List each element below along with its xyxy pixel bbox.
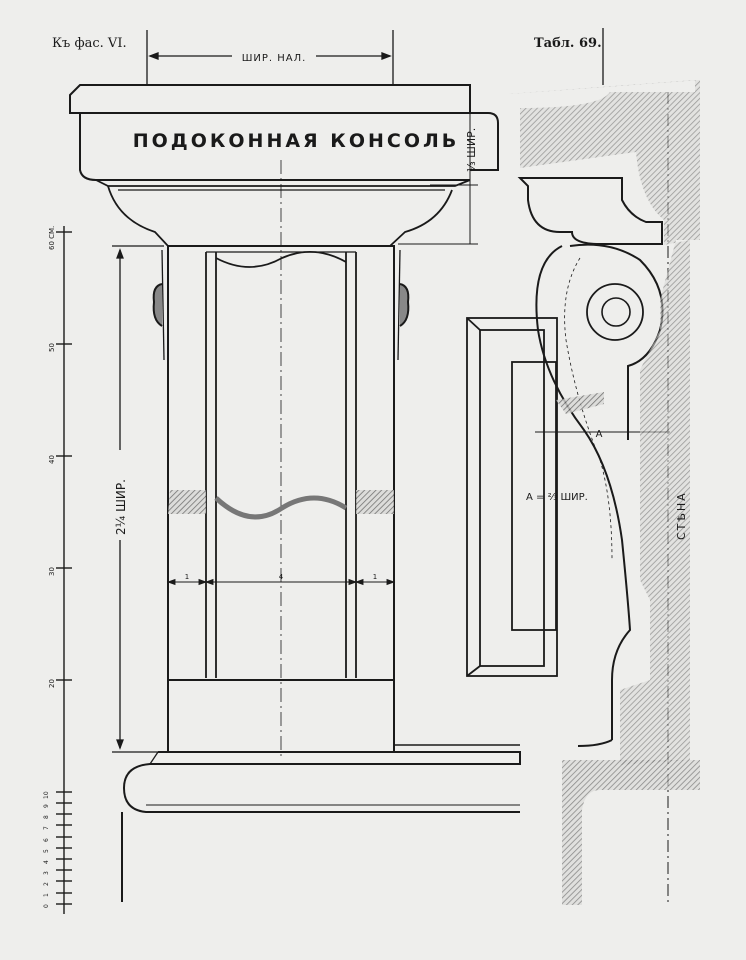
section-scroll-front — [535, 245, 632, 681]
height-dimension — [112, 245, 164, 753]
part-mark-right: 1 — [373, 573, 377, 581]
scale-minor-labels: 10 9 8 7 6 5 4 3 2 1 0 — [43, 791, 50, 908]
cornice-profile — [107, 185, 453, 247]
sill-cap-return — [469, 95, 499, 171]
scale-minor-4: 4 — [43, 860, 50, 864]
scale-minor-8: 8 — [43, 815, 50, 819]
scale-unit-label: 60 СМ. — [48, 226, 56, 250]
scale-minor-9: 9 — [43, 804, 50, 808]
section-a-label: А — [596, 429, 603, 440]
wall-label: СТѢНА — [675, 491, 688, 540]
scale-tick-40: 40 — [48, 455, 56, 464]
section-cornice — [517, 177, 663, 245]
top-width-dimension — [148, 52, 392, 60]
scale-minor-6: 6 — [43, 838, 50, 842]
scale-minor-7: 7 — [43, 826, 50, 830]
top-width-label: ШИР. НАЛ. — [242, 53, 307, 64]
sill-front — [79, 113, 470, 181]
base-torus — [122, 751, 521, 813]
base-section-hatch — [562, 760, 700, 905]
side-panel-frame — [466, 317, 558, 677]
facade-reference: Къ фас. VI. — [52, 36, 127, 51]
right-volute — [399, 283, 410, 327]
drawing-title: ПОДОКОННАЯ КОНСОЛЬ — [133, 130, 460, 152]
section-volute-eye — [586, 283, 644, 341]
front-scroll-curve — [215, 250, 347, 268]
sill-cap — [69, 84, 471, 114]
scale-minor-3: 3 — [43, 871, 50, 875]
pilaster-section-hatch — [168, 490, 394, 514]
cap-height-label: ⅓ ШИР. — [465, 128, 478, 172]
parts-dimension — [166, 578, 396, 586]
left-volute — [152, 283, 163, 327]
cap-height-dimension — [398, 113, 478, 245]
scale-tick-20: 20 — [48, 679, 56, 688]
scale-tick-30: 30 — [48, 567, 56, 576]
height-label: 2¼ ШИР. — [114, 479, 128, 535]
scale-minor-1: 1 — [43, 893, 50, 897]
wall-hatch — [482, 80, 700, 765]
scale-minor-2: 2 — [43, 882, 50, 886]
part-mark-center: 4 — [279, 573, 284, 581]
scale-minor-0: 0 — [43, 904, 50, 908]
plate-number: Табл. 69. — [534, 36, 602, 51]
scale-bar — [56, 226, 72, 914]
scale-minor-10: 10 — [43, 791, 50, 799]
part-mark-left: 1 — [185, 573, 189, 581]
scale-tick-50: 50 — [48, 343, 56, 352]
scroll-cut-hatch — [556, 392, 604, 414]
scale-minor-5: 5 — [43, 849, 50, 853]
a-formula-label: А = ⅔ ШИР. — [526, 492, 588, 503]
section-wave — [214, 495, 348, 520]
